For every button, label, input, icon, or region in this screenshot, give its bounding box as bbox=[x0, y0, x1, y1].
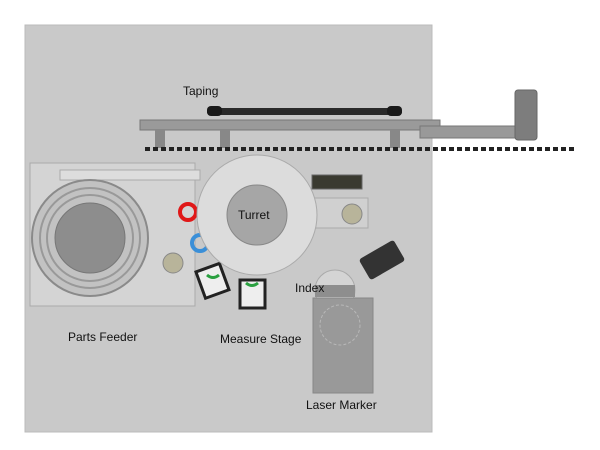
label-taping: Taping bbox=[183, 84, 218, 98]
label-turret: Turret bbox=[238, 208, 270, 222]
label-laser-marker: Laser Marker bbox=[306, 398, 377, 412]
roller-left bbox=[162, 252, 184, 274]
laser-marker bbox=[312, 240, 405, 394]
taping-unit bbox=[139, 89, 575, 151]
turret bbox=[196, 154, 318, 276]
roller-right bbox=[341, 203, 363, 225]
measure-stage bbox=[194, 261, 267, 310]
parts-feeder bbox=[29, 162, 201, 307]
label-index: Index bbox=[295, 281, 324, 295]
label-measure-stage: Measure Stage bbox=[220, 332, 302, 346]
label-parts-feeder: Parts Feeder bbox=[68, 330, 137, 344]
red-nest bbox=[178, 202, 198, 222]
display-unit bbox=[311, 174, 363, 190]
